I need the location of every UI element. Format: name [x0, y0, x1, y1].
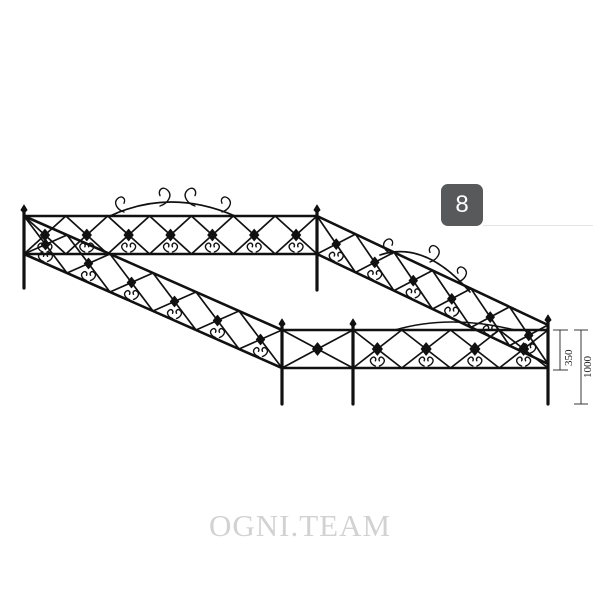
diamond-ornament: [518, 342, 530, 356]
scroll-ornament: [444, 306, 451, 317]
scroll-ornament: [261, 346, 269, 358]
scroll-ornament: [475, 356, 483, 367]
scroll-ornament: [328, 251, 336, 262]
diamond-ornament: [165, 228, 176, 242]
diamond-ornament: [524, 329, 534, 342]
scroll-ornament: [482, 324, 490, 336]
scroll-ornament: [418, 356, 426, 367]
post-finial: [278, 318, 286, 328]
scroll-ornament: [213, 242, 220, 253]
scroll-ornament: [246, 242, 254, 253]
diamond-ornament: [81, 228, 92, 242]
diamond-ornament: [123, 228, 134, 242]
diamond-ornament: [83, 257, 94, 270]
scroll-ornament: [46, 251, 54, 263]
diamond-ornament: [371, 342, 383, 356]
scroll-ornament: [382, 238, 394, 255]
arch-rail: [394, 321, 516, 331]
diamond-ornament: [207, 228, 218, 242]
post-finial: [544, 314, 552, 324]
dimension-lines: [553, 329, 588, 405]
model-number: 8: [455, 191, 469, 218]
diamond-ornament: [370, 256, 380, 269]
scroll-ornament: [428, 244, 440, 263]
scroll-ornament: [158, 187, 171, 207]
scroll-ornament: [121, 242, 128, 253]
diamond-ornament: [331, 238, 341, 250]
scroll-ornament: [175, 308, 183, 320]
scroll-ornament: [369, 356, 377, 367]
scroll-ornament: [79, 242, 86, 253]
scroll-ornament: [80, 270, 88, 282]
diamond-ornament: [126, 276, 137, 289]
scroll-ornament: [171, 242, 179, 253]
watermark: OGNI.TEAM: [208, 508, 392, 543]
diamond-ornament: [249, 228, 260, 242]
diamond-ornament: [212, 314, 223, 327]
scroll-ornament: [467, 356, 474, 367]
diamond-ornament: [40, 238, 51, 251]
scroll-ornament: [37, 251, 45, 263]
diamond-ornament: [255, 333, 266, 346]
scroll-ornament: [515, 356, 523, 367]
scroll-ornament: [529, 343, 537, 354]
scroll-ornament: [288, 242, 296, 253]
diamond-ornament: [169, 295, 180, 308]
scroll-ornament: [405, 288, 413, 299]
arch-rail: [379, 250, 471, 293]
scroll-ornament: [427, 356, 434, 367]
diamond-ornament: [290, 228, 302, 242]
post-finial: [20, 204, 28, 214]
scroll-ornament: [375, 269, 383, 281]
scroll-ornament: [456, 266, 468, 283]
dimension-label-1000: 1000: [582, 356, 594, 378]
badge-underline: [483, 225, 593, 226]
fence-enclosure: [20, 187, 552, 406]
dimension-label-350: 350: [563, 349, 575, 367]
scroll-ornament: [166, 308, 174, 320]
post-finial: [313, 204, 321, 214]
scroll-ornament: [337, 251, 344, 262]
diamond-ornament: [312, 342, 323, 356]
post-finial: [349, 318, 357, 328]
scroll-ornament: [218, 327, 226, 339]
scroll-ornament: [452, 306, 460, 317]
scroll-ornament: [123, 289, 131, 301]
scroll-ornament: [524, 356, 532, 367]
diamond-ornament: [420, 342, 432, 356]
scroll-ornament: [367, 269, 374, 281]
scroll-ornament: [252, 346, 260, 358]
arch-rail: [109, 201, 236, 217]
scroll-ornament: [414, 288, 421, 299]
scroll-ornament: [162, 242, 170, 253]
scroll-ornament: [184, 187, 197, 207]
scroll-ornament: [297, 242, 304, 253]
scroll-ornament: [255, 242, 262, 253]
scroll-ornament: [114, 196, 126, 213]
scroll-ornament: [209, 327, 217, 339]
diamond-ornament: [469, 342, 481, 356]
scroll-ornament: [129, 242, 137, 253]
diamond-ornament: [408, 274, 418, 287]
scroll-ornament: [204, 242, 212, 253]
scroll-ornament: [89, 270, 97, 282]
diamond-ornament: [447, 293, 457, 305]
scroll-ornament: [378, 356, 386, 367]
diamond-ornament: [485, 311, 495, 323]
scroll-ornament: [220, 196, 232, 213]
scroll-ornament: [132, 289, 140, 301]
model-number-badge: 8: [441, 184, 483, 226]
